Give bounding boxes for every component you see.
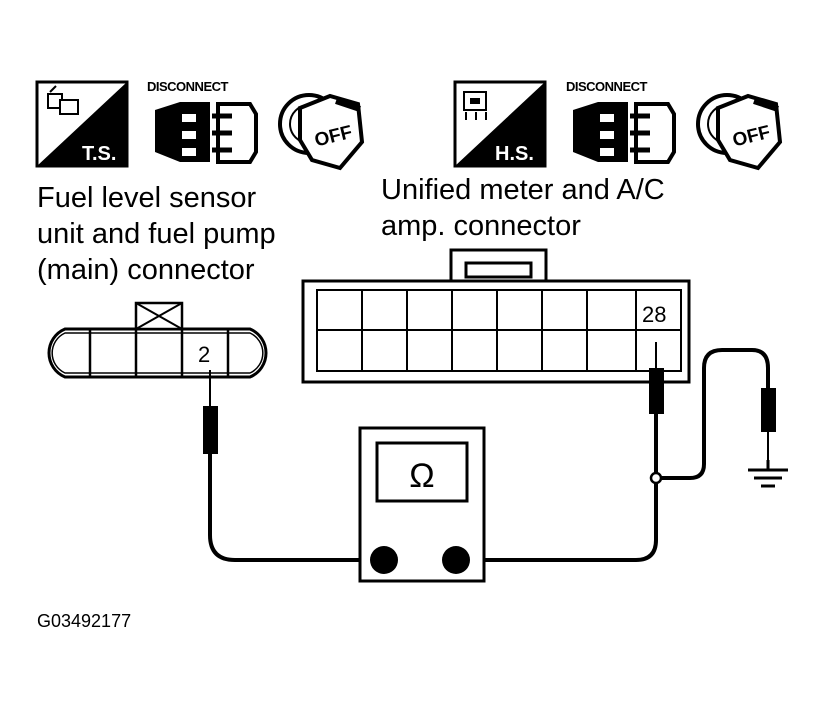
hs-badge-icon: H.S. [453,80,547,168]
figure-code: G03492177 [37,611,131,631]
left-probe-handle [203,406,218,454]
disconnect-connector-icon [155,102,258,164]
right-probe-handle [649,368,664,414]
left-connector-label-line-1: Fuel level sensor [37,182,257,214]
hs-badge-label: H.S. [495,143,534,165]
right-connector-label-line-2: amp. connector [381,210,581,242]
wire-junction [649,471,663,485]
ignition-off-key-icon-right: OFF [696,93,783,171]
ignition-off-key-icon: OFF [278,93,365,171]
ohmmeter: Ω [358,426,486,583]
disconnect-label-right: DISCONNECT [566,79,648,94]
ohm-symbol: Ω [409,457,434,495]
unified-meter-connector: 28 [301,248,691,384]
ts-badge-label: T.S. [82,143,116,165]
meter-terminal-left [370,546,398,574]
ts-badge-icon: T.S. [35,80,129,168]
fuel-sensor-connector: 2 [47,301,268,379]
disconnect-label: DISCONNECT [147,79,229,94]
ground-probe-handle [761,388,776,432]
pin-2-label: 2 [198,342,210,367]
disconnect-connector-icon-right [573,102,676,164]
left-connector-label-line-2: unit and fuel pump [37,218,276,250]
left-connector-label-line-3: (main) connector [37,254,255,286]
meter-terminal-right [442,546,470,574]
pin-28-label: 28 [642,302,666,327]
test-leads [208,342,770,562]
right-connector-label-line-1: Unified meter and A/C [381,174,665,206]
ground-symbol-icon [748,460,788,488]
